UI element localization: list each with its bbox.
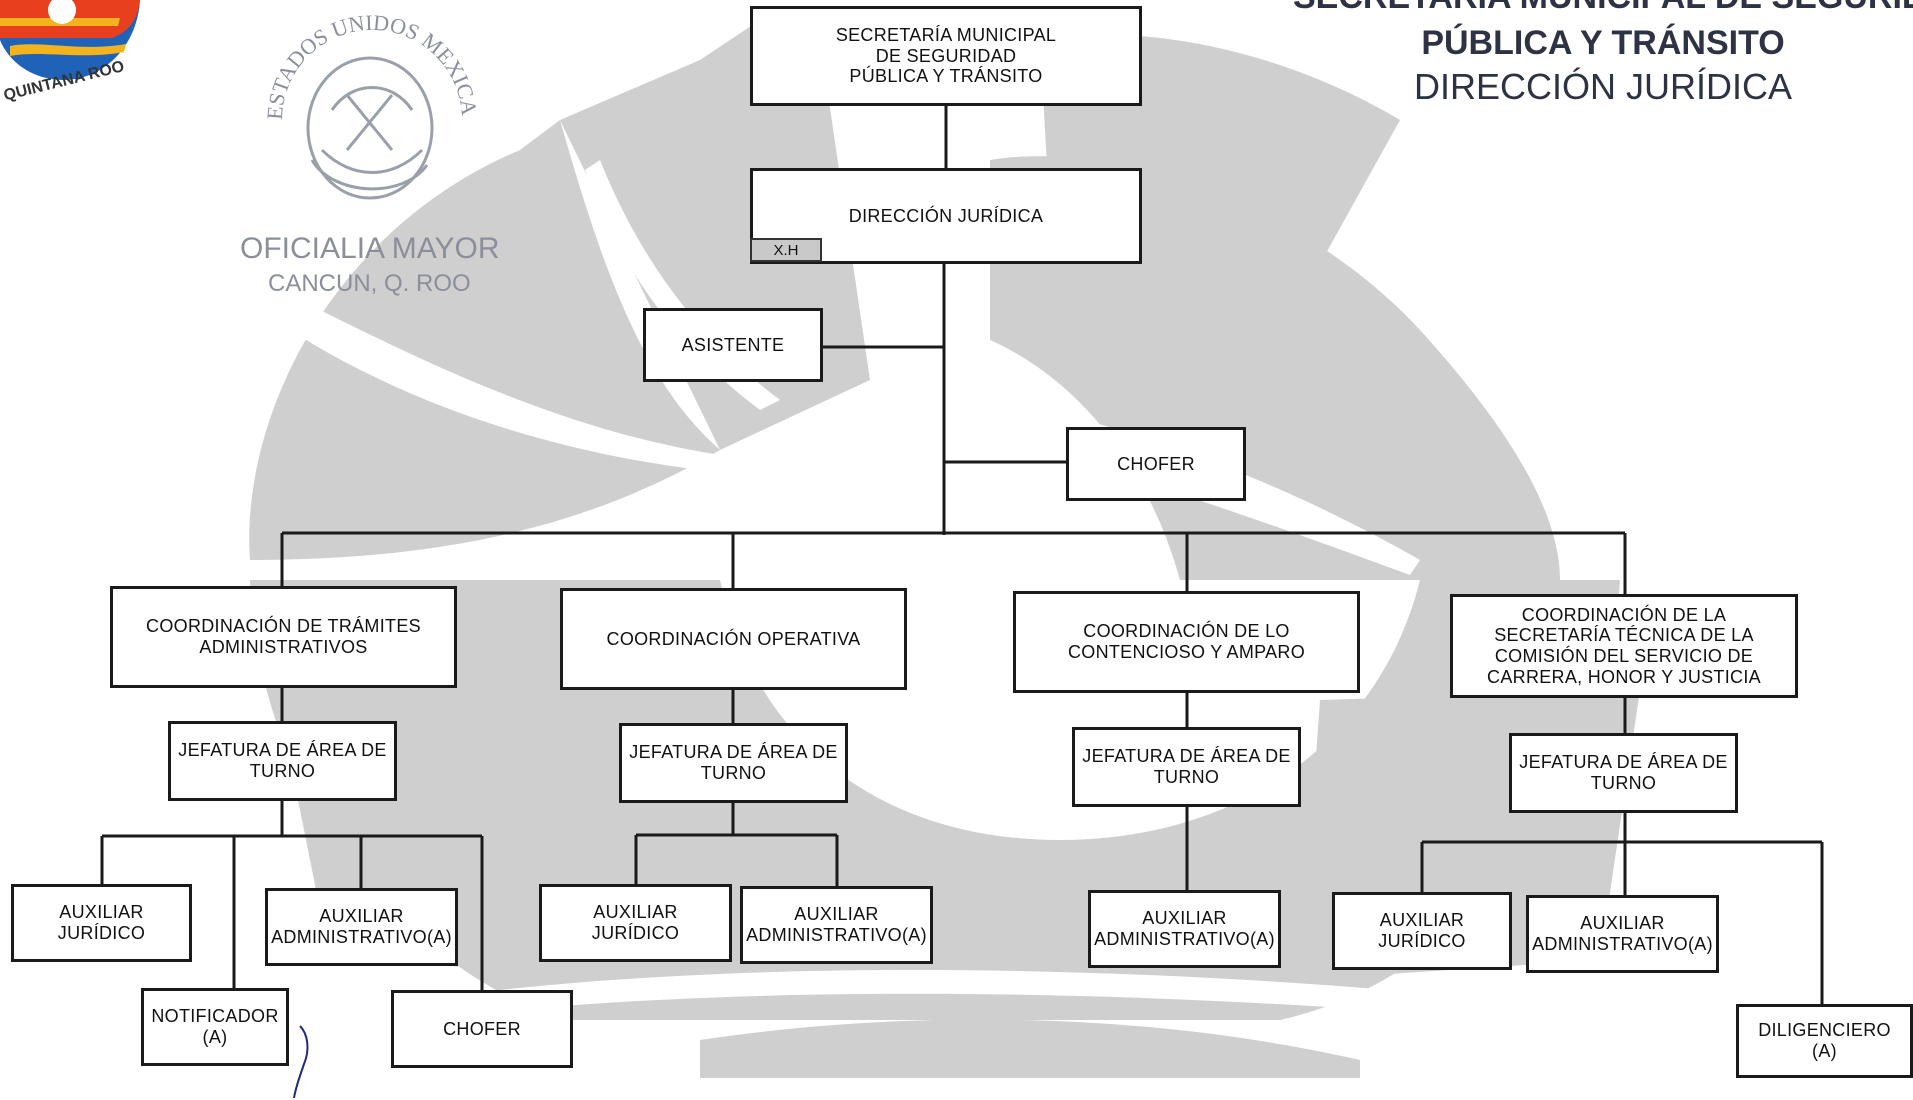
node-coord-contencioso: COORDINACIÓN DE LO CONTENCIOSO Y AMPARO <box>1013 591 1360 693</box>
node-jefatura-3: JEFATURA DE ÁREA DE TURNO <box>1072 727 1301 807</box>
node-aux-admin-1: AUXILIAR ADMINISTRATIVO(A) <box>265 888 458 966</box>
header-line-2: PÚBLICA Y TRÁNSITO <box>1421 24 1785 62</box>
node-coord-tramites: COORDINACIÓN DE TRÁMITES ADMINISTRATIVOS <box>110 586 457 688</box>
node-aux-juridico-4: AUXILIAR JURÍDICO <box>1332 892 1512 970</box>
node-jefatura-1: JEFATURA DE ÁREA DE TURNO <box>168 721 397 801</box>
node-aux-juridico-1: AUXILIAR JURÍDICO <box>11 884 192 962</box>
header-line-3: DIRECCIÓN JURÍDICA <box>1413 66 1793 107</box>
node-chofer-top: CHOFER <box>1066 427 1246 501</box>
node-jefatura-2: JEFATURA DE ÁREA DE TURNO <box>619 723 848 803</box>
node-asistente: ASISTENTE <box>643 308 823 382</box>
node-aux-admin-4: AUXILIAR ADMINISTRATIVO(A) <box>1526 895 1719 973</box>
pen-mark <box>293 1025 309 1099</box>
quintana-roo-logo <box>0 0 140 80</box>
node-secretaria: SECRETARÍA MUNICIPAL DE SEGURIDAD PÚBLIC… <box>750 6 1142 106</box>
seal-city: CANCUN, Q. ROO <box>268 270 471 297</box>
node-notificador: NOTIFICADOR (A) <box>141 988 289 1066</box>
node-jefatura-4: JEFATURA DE ÁREA DE TURNO <box>1509 733 1738 813</box>
node-coord-operativa: COORDINACIÓN OPERATIVA <box>560 588 907 690</box>
node-aux-juridico-2: AUXILIAR JURÍDICO <box>539 884 732 962</box>
node-aux-admin-2: AUXILIAR ADMINISTRATIVO(A) <box>740 886 933 964</box>
node-chofer-1: CHOFER <box>391 990 573 1068</box>
mexican-seal: ESTADOS UNIDOS MEXICANOS <box>252 0 482 200</box>
node-direccion-tag: X.H <box>750 238 822 262</box>
node-coord-secretaria-tecnica: COORDINACIÓN DE LA SECRETARÍA TÉCNICA DE… <box>1450 594 1798 698</box>
node-aux-admin-3: AUXILIAR ADMINISTRATIVO(A) <box>1088 890 1281 968</box>
seal-office: OFICIALIA MAYOR <box>240 232 500 265</box>
node-diligenciero: DILIGENCIERO (A) <box>1736 1004 1913 1078</box>
header-line-1: SECRETARÍA MUNICIPAL DE SEGURIDAD <box>1293 0 1913 17</box>
